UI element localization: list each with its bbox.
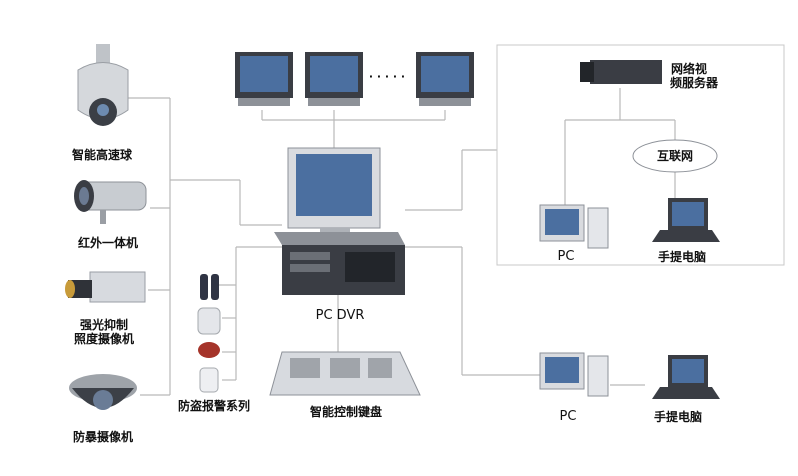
laptop-top-label: 手提电脑 (657, 250, 707, 264)
pir-detector-icon (197, 307, 221, 335)
web-server-label-line2: 频服务器 (669, 76, 719, 90)
laptop-bottom-icon (652, 355, 720, 399)
pc-dvr-chassis-icon (274, 232, 405, 295)
low-light-camera-label-line1: 强光抑制 (79, 318, 129, 332)
control-keyboard-icon (269, 351, 421, 396)
alarm-sensors (197, 274, 221, 393)
pc-top-label: PC (557, 249, 575, 264)
alarm-series-label: 防盗报警系列 (177, 399, 251, 413)
network-zone-frame (496, 44, 785, 266)
internet-cloud-icon (632, 139, 718, 173)
siren-icon (198, 342, 220, 358)
network-video-server-icon (580, 60, 662, 84)
ir-camera-label: 红外一体机 (77, 236, 139, 250)
more-monitors-ellipsis: · · · · · (368, 70, 406, 83)
speed-dome-label: 智能高速球 (71, 148, 133, 162)
monitor-1-icon (235, 52, 293, 106)
pc-bottom-label: PC (559, 409, 577, 424)
monitor-wall (235, 52, 474, 106)
connection-lines (128, 88, 676, 396)
monitor-2-icon (305, 52, 363, 106)
low-light-box-camera-icon (65, 271, 146, 303)
laptop-bottom-label: 手提电脑 (653, 410, 703, 424)
internet-label: 互联网 (656, 149, 694, 163)
pc-dvr-label: PC DVR (315, 308, 365, 323)
alarm-sensor-1-icon (200, 274, 208, 300)
smoke-detector-icon (199, 367, 219, 393)
low-light-camera-label-line2: 照度摄像机 (73, 332, 135, 346)
dvr-monitor-icon (287, 147, 381, 236)
monitor-3-icon (416, 52, 474, 106)
alarm-sensor-2-icon (211, 274, 219, 300)
keyboard-label: 智能控制键盘 (309, 405, 383, 419)
dome-camera-label: 防暴摄像机 (72, 430, 134, 444)
web-server-label-line1: 网络视 (670, 62, 708, 76)
laptop-top-icon (652, 198, 720, 242)
speed-dome-camera-icon (77, 44, 129, 126)
vandal-dome-camera-icon (69, 374, 137, 410)
pc-top-icon (539, 204, 609, 249)
ir-bullet-camera-icon (74, 180, 147, 224)
pc-bottom-icon (539, 352, 609, 397)
